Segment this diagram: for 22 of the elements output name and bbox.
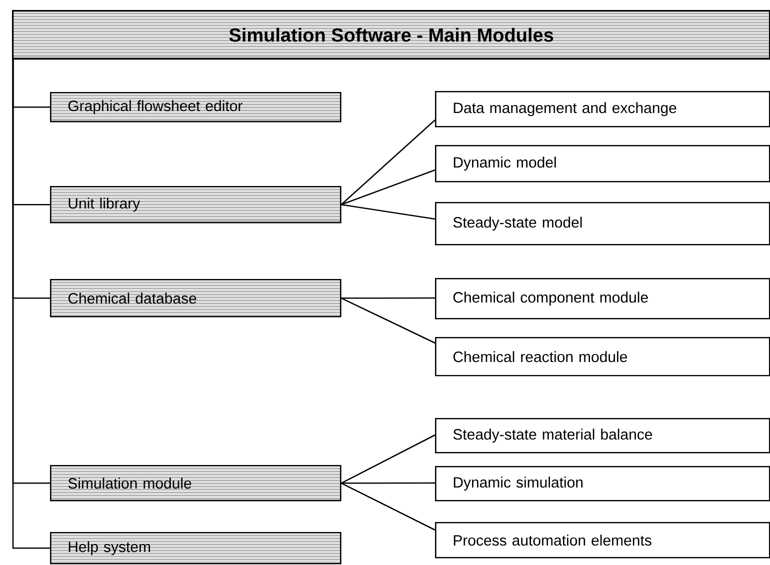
submodule-box: Dynamic model	[435, 145, 770, 182]
module-box: Unit library	[50, 186, 342, 224]
submodule-box: Chemical reaction module	[435, 337, 770, 376]
branch-line	[341, 482, 436, 531]
submodule-box: Process automation elements	[435, 522, 770, 558]
branch-line	[341, 169, 436, 206]
branch-line	[340, 120, 436, 206]
submodule-box: Data management and exchange	[435, 91, 770, 128]
submodule-box: Steady-state model	[435, 202, 770, 246]
module-box: Simulation module	[50, 465, 342, 502]
submodule-box: Chemical component module	[435, 278, 770, 320]
submodule-box: Dynamic simulation	[435, 466, 770, 502]
module-box: Help system	[50, 532, 342, 564]
title-banner: Simulation Software - Main Modules	[12, 10, 770, 60]
module-box: Graphical flowsheet editor	[50, 92, 342, 122]
submodule-box: Steady-state material balance	[435, 418, 770, 454]
branch-line	[341, 482, 435, 484]
module-box: Chemical database	[50, 279, 342, 318]
branch-line	[341, 434, 436, 484]
branch-line	[341, 297, 435, 299]
branch-line	[341, 298, 436, 344]
branch-line	[341, 204, 436, 220]
